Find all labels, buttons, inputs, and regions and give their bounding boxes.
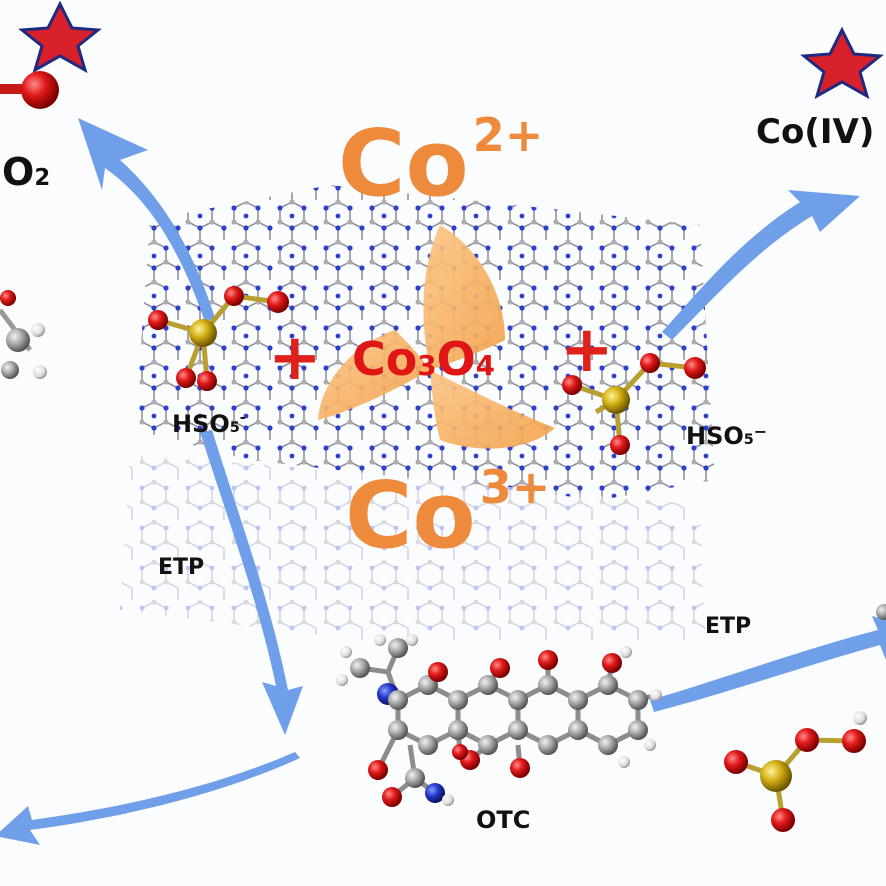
plus-sign-left: +: [268, 321, 322, 395]
partial-molecule-left: [0, 290, 47, 379]
oxytetracycline-molecule: [336, 634, 662, 807]
hso5-label-left: HSO5-: [172, 410, 246, 438]
arrow-down-left: [200, 430, 303, 735]
red-star-icon: [800, 26, 884, 100]
peroxymonosulfate-right: [562, 353, 706, 455]
co3o4-label: Co3O4: [352, 332, 495, 386]
oxygen-label: O2: [2, 150, 51, 194]
hso5-label-right: HSO5−: [686, 422, 768, 450]
etp-label-left: ETP: [158, 555, 205, 580]
oxygen-molecule: [0, 71, 59, 109]
red-star-icon: [18, 0, 102, 74]
arrow-bottom-left: [0, 752, 300, 845]
carbon-nitride-lattice: [120, 185, 715, 640]
etp-label-right: ETP: [705, 614, 752, 639]
arrow-up-right: [662, 190, 860, 340]
reaction-arrows: [0, 118, 886, 845]
co3-plus-label: Co3+: [345, 460, 551, 569]
otc-label: OTC: [476, 806, 531, 834]
partial-atom: [876, 604, 886, 620]
three-blade-propeller-icon: [318, 225, 555, 449]
peroxymonosulfate-bottom-right: [724, 711, 867, 832]
arrow-up-left: [78, 118, 215, 322]
co2-plus-label: Co2+: [338, 108, 544, 217]
co-iv-label: Co(IV): [756, 112, 875, 152]
peroxymonosulfate-left: [148, 286, 289, 391]
plus-sign-right: +: [560, 313, 614, 387]
arrow-right-to-edge: [650, 616, 886, 712]
